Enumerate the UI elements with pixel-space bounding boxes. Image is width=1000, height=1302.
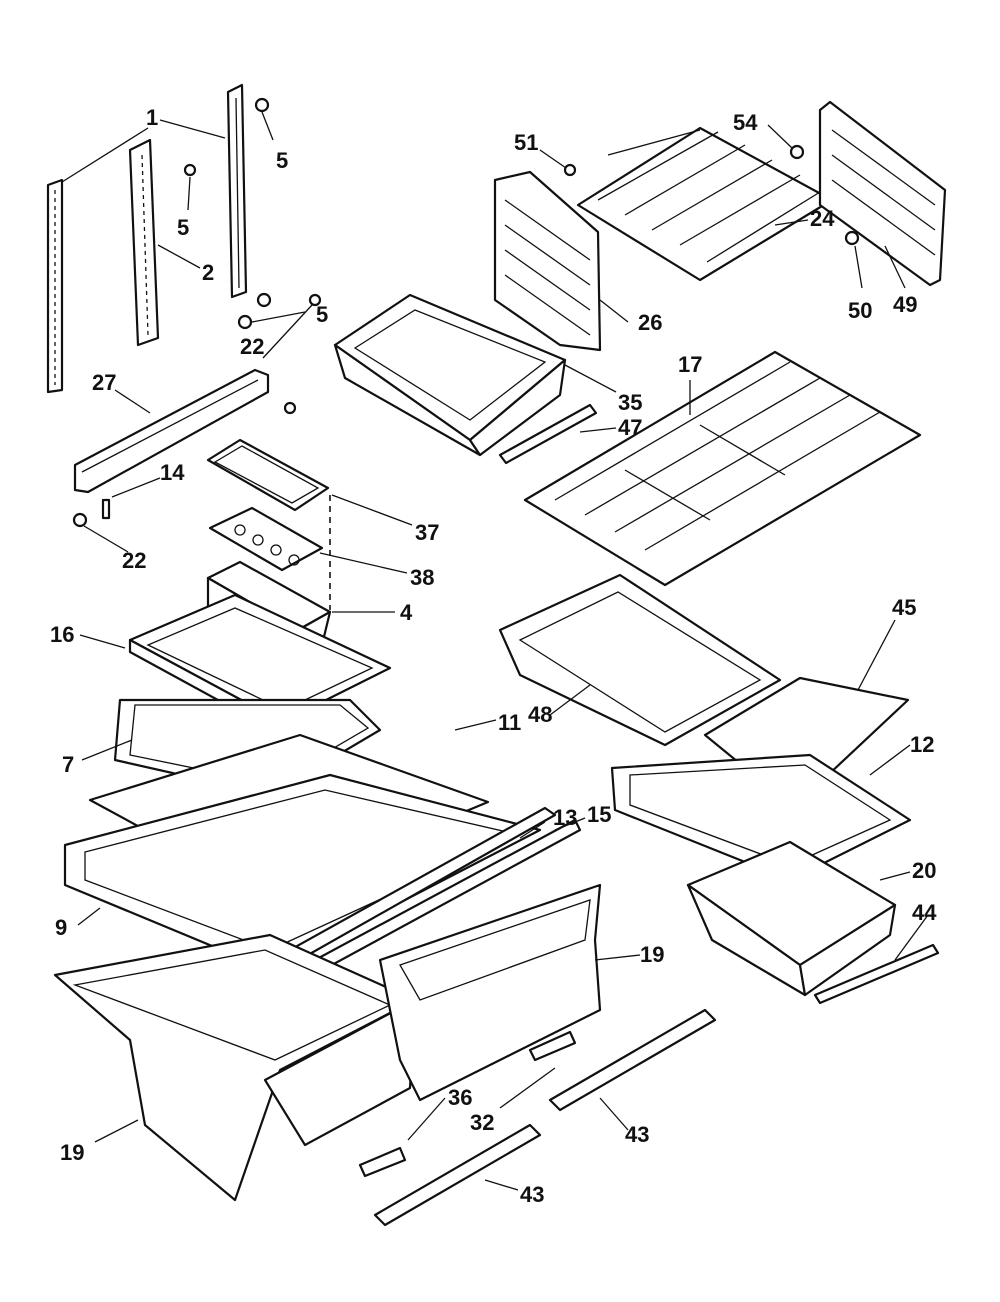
label-38: 38	[410, 565, 434, 590]
label-47: 47	[618, 415, 642, 440]
label-5-top: 5	[276, 148, 288, 173]
label-9: 9	[55, 915, 67, 940]
wire-shelf-24	[576, 126, 834, 282]
label-16: 16	[50, 622, 74, 647]
label-37: 37	[415, 520, 439, 545]
label-24: 24	[810, 206, 835, 231]
label-22-top: 22	[240, 334, 264, 359]
label-1: 1	[146, 105, 158, 130]
meat-pan-35	[333, 293, 567, 457]
label-19-right: 19	[640, 942, 664, 967]
dairy-door-37	[206, 438, 330, 512]
pan-rod-47	[498, 403, 598, 465]
screw-51	[563, 163, 577, 177]
label-45: 45	[892, 595, 916, 620]
label-54: 54	[733, 110, 758, 135]
drawer-rod-43-upper	[548, 1008, 717, 1112]
screw-50	[844, 230, 860, 246]
label-5-mid: 5	[177, 215, 189, 240]
label-14: 14	[160, 460, 185, 485]
glass-shelf-48	[498, 573, 782, 747]
drawer-slide-36	[358, 1030, 577, 1178]
shelf-ladder-rail-left	[46, 178, 64, 394]
label-12: 12	[910, 732, 934, 757]
pan-rod-44	[813, 943, 940, 1005]
crisper-drawer-19-right	[378, 883, 602, 1102]
screw-5-top	[183, 97, 272, 330]
label-48: 48	[528, 702, 552, 727]
label-51: 51	[514, 130, 538, 155]
label-7: 7	[62, 752, 74, 777]
label-44: 44	[912, 900, 937, 925]
label-4: 4	[400, 600, 413, 625]
label-11: 11	[498, 710, 521, 735]
label-32: 32	[470, 1110, 494, 1135]
egg-tray-38	[208, 506, 324, 572]
label-13: 13	[553, 805, 577, 830]
label-43-upper: 43	[625, 1122, 649, 1147]
crisper-drawer-19-left	[53, 933, 417, 1202]
label-19-left: 19	[60, 1140, 84, 1165]
shelf-ladder-26	[493, 170, 602, 352]
drawer-rod-43-lower	[373, 1123, 542, 1227]
shelf-ladder-49	[818, 100, 947, 287]
label-2: 2	[202, 260, 214, 285]
pan-frame-12	[610, 753, 912, 882]
label-15: 15	[587, 802, 611, 827]
label-5-low: 5	[316, 302, 328, 327]
wire-shelf-17	[523, 350, 922, 587]
snack-pan-20	[686, 840, 897, 997]
shelf-ladder-rail-right	[226, 83, 248, 299]
screw-54	[789, 144, 805, 160]
label-49: 49	[893, 292, 917, 317]
label-26: 26	[638, 310, 662, 335]
label-35: 35	[618, 390, 642, 415]
label-17: 17	[678, 352, 702, 377]
label-36: 36	[448, 1085, 472, 1110]
label-50: 50	[848, 298, 872, 323]
label-43-lower: 43	[520, 1182, 544, 1207]
part-labels: 1 2 5 5 5 22 27 14 22 37 38 4 16 7 11 13…	[50, 105, 937, 1207]
label-27: 27	[92, 370, 116, 395]
label-20: 20	[912, 858, 936, 883]
leader-lines	[61, 111, 929, 1191]
crisper-cover-rail-27	[72, 293, 322, 528]
label-22-bottom: 22	[122, 548, 146, 573]
shelf-ladder-rail-center	[128, 138, 160, 347]
